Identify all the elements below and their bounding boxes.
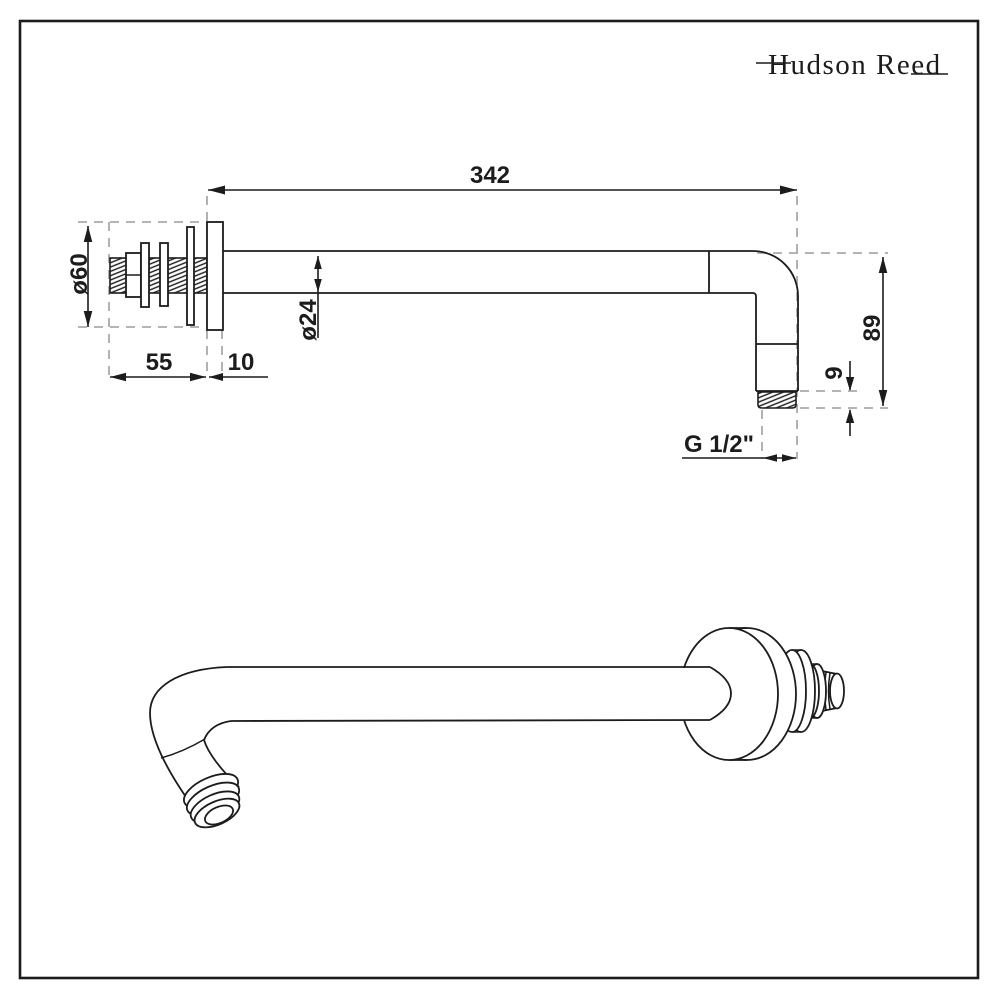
persp-flange-junction [709,666,732,721]
persp-outlet-thread [183,773,241,829]
dimension-labels: 342 ø60 ø24 55 10 89 9 G 1/2" [66,162,886,458]
outlet-opening [204,804,234,826]
washer-2 [159,242,169,307]
dimensions [83,185,888,462]
outlet-thread [757,391,797,409]
dim-flange-diameter: ø60 [66,253,93,294]
dim-length: 342 [470,162,510,189]
persp-elbow [149,666,240,801]
brand-name: Hudson Reed [768,49,942,81]
wall-flange [206,221,224,331]
perspective-view [149,627,845,829]
brand-logo: Hudson Reed [756,49,948,81]
dim-wall-stem-length: 55 [146,349,173,376]
elbow-joint-line [160,738,206,759]
washer-1 [140,242,150,308]
dim-arm-diameter: ø24 [295,299,322,341]
dim-thread-length: 9 [821,366,848,379]
washer-3 [186,226,195,326]
persp-arm-tube [227,666,732,722]
dim-drop: 89 [859,315,886,342]
bend-outer-arc [752,250,799,297]
side-view [109,221,799,409]
bend-inner-arc [752,292,757,297]
persp-wall-flange [679,627,797,761]
dim-flange-thickness: 10 [228,349,255,376]
dim-thread-size: G 1/2" [684,431,754,458]
page-border [18,19,980,980]
extension-lines [78,196,888,459]
